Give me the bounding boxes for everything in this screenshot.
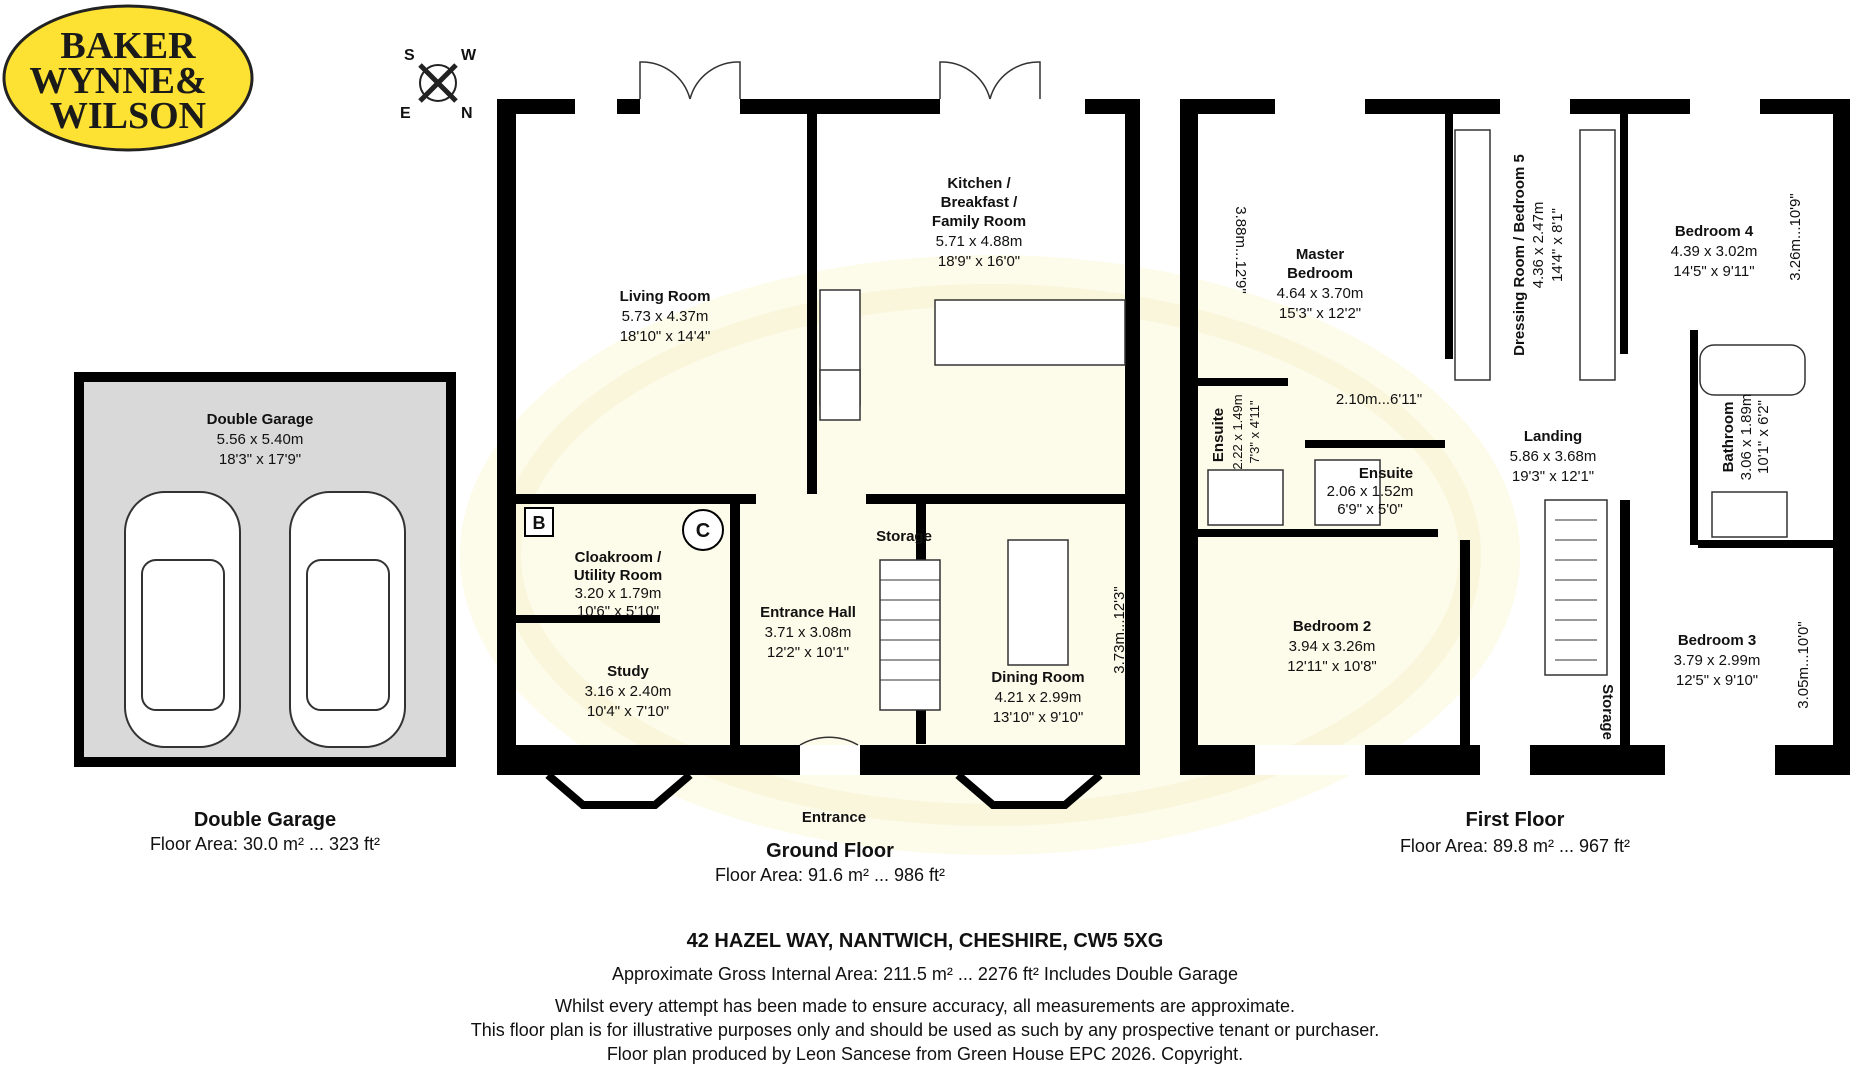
logo-line-1: BAKER [60, 25, 196, 67]
bathroom-imperial: 10'1" x 6'2" [1755, 400, 1772, 474]
bedroom-3-metric: 3.79 x 2.99m [1674, 652, 1761, 669]
address-text: 42 HAZEL WAY, NANTWICH, CHESHIRE, CW5 5X… [686, 930, 1164, 952]
ground-floor-plan [497, 61, 1140, 809]
landing-name: Landing [1524, 428, 1582, 445]
kitchen-name-3: Family Room [932, 213, 1026, 230]
master-bedroom-imperial: 15'3" x 12'2" [1279, 305, 1361, 322]
staircase [1544, 499, 1608, 676]
kitchen-name-1: Kitchen / [947, 175, 1011, 192]
dining-room-imperial: 13'10" x 9'10" [993, 709, 1084, 726]
first-floor-area: Floor Area: 89.8 m² ... 967 ft² [1400, 836, 1630, 856]
master-bedroom-side-dim: 3.88m...12'9" [1232, 206, 1249, 293]
study-metric: 3.16 x 2.40m [585, 683, 672, 700]
compass-e: E [400, 105, 411, 122]
dressing-room-imperial: 14'4" x 8'1" [1549, 208, 1566, 282]
master-bedroom-name-2: Bedroom [1287, 265, 1353, 282]
cupboard-label: C [696, 520, 710, 542]
cloakroom-metric: 3.20 x 1.79m [575, 585, 662, 602]
ensuite-width-dim: 2.10m...6'11" [1336, 391, 1422, 408]
living-room-metric: 5.73 x 4.37m [622, 308, 709, 325]
kitchen-name-2: Breakfast / [941, 194, 1019, 211]
disclaimer-2-text: This floor plan is for illustrative purp… [470, 1020, 1380, 1040]
first-floor-storage-name: Storage [1599, 684, 1616, 740]
storage-name: Storage [876, 528, 932, 545]
compass-icon: S W E N [400, 47, 477, 122]
cloakroom-name-1: Cloakroom / [575, 549, 663, 566]
master-bedroom-metric: 4.64 x 3.70m [1277, 285, 1364, 302]
ensuite-1-name: Ensuite [1210, 408, 1227, 462]
cloakroom-imperial: 10'6" x 5'10" [577, 603, 659, 620]
company-logo: BAKER WYNNE& WILSON [2, 4, 254, 152]
cloakroom-name-2: Utility Room [574, 567, 662, 584]
dressing-room-name: Dressing Room / Bedroom 5 [1511, 154, 1528, 356]
garage-name: Double Garage [207, 411, 314, 428]
property-address: 42 HAZEL WAY, NANTWICH, CHESHIRE, CW5 5X… [0, 930, 1850, 953]
compass-s: S [404, 47, 415, 64]
bedroom-2-imperial: 12'11" x 10'8" [1287, 658, 1377, 675]
bedroom-3-side-dim: 3.05m...10'0" [1795, 621, 1812, 708]
labels: Double Garage 5.56 x 5.40m 18'3" x 17'9"… [150, 154, 1812, 885]
boiler-label: B [533, 513, 546, 533]
garage-caption-area: Floor Area: 30.0 m² ... 323 ft² [150, 834, 380, 854]
first-floor-plan [1180, 99, 1850, 775]
ground-floor-area: Floor Area: 91.6 m² ... 986 ft² [715, 865, 945, 885]
dressing-room-metric: 4.36 x 2.47m [1530, 202, 1547, 289]
ensuite-1-imperial: 7'3" x 4'11" [1247, 400, 1262, 463]
compass-n: N [461, 105, 473, 122]
garage-caption-title: Double Garage [194, 809, 336, 831]
kitchen-metric: 5.71 x 4.88m [936, 233, 1023, 250]
credit-text: Floor plan produced by Leon Sancese from… [606, 1044, 1244, 1064]
bedroom-3-name: Bedroom 3 [1678, 632, 1756, 649]
logo-line-2: WYNNE& [29, 60, 206, 102]
garage-imperial: 18'3" x 17'9" [219, 451, 301, 468]
bathroom-name: Bathroom [1720, 402, 1737, 473]
landing-imperial: 19'3" x 12'1" [1512, 468, 1594, 485]
entrance-hall-name: Entrance Hall [760, 604, 856, 621]
disclaimer-2: This floor plan is for illustrative purp… [0, 1020, 1850, 1041]
kitchen-imperial: 18'9" x 16'0" [938, 253, 1020, 270]
first-floor-title: First Floor [1466, 809, 1565, 831]
gross-area: Approximate Gross Internal Area: 211.5 m… [0, 964, 1850, 985]
ensuite-2-imperial: 6'9" x 5'0" [1337, 501, 1403, 518]
bedroom-2-metric: 3.94 x 3.26m [1289, 638, 1376, 655]
living-room-imperial: 18'10" x 14'4" [620, 328, 711, 345]
dining-room-side-dim: 3.73m...12'3" [1111, 586, 1128, 673]
bedroom-4-name: Bedroom 4 [1675, 223, 1754, 240]
bedroom-2-name: Bedroom 2 [1293, 618, 1371, 635]
master-bedroom-name-1: Master [1296, 246, 1345, 263]
gross-area-text: Approximate Gross Internal Area: 211.5 m… [612, 964, 1238, 984]
bedroom-3-imperial: 12'5" x 9'10" [1676, 672, 1758, 689]
disclaimer-1: Whilst every attempt has been made to en… [0, 996, 1850, 1017]
bedroom-4-side-dim: 3.26m...10'9" [1787, 193, 1804, 280]
ensuite-2-metric: 2.06 x 1.52m [1327, 483, 1414, 500]
car-icon [124, 491, 241, 748]
living-room-name: Living Room [620, 288, 711, 305]
entrance-hall-metric: 3.71 x 3.08m [765, 624, 852, 641]
dining-room-metric: 4.21 x 2.99m [995, 689, 1082, 706]
bedroom-4-imperial: 14'5" x 9'11" [1673, 263, 1754, 280]
bedroom-4-metric: 4.39 x 3.02m [1671, 243, 1758, 260]
car-icon [289, 491, 406, 748]
credit: Floor plan produced by Leon Sancese from… [0, 1044, 1850, 1065]
bathroom-metric: 3.06 x 1.89m [1738, 394, 1755, 481]
ensuite-2-name: Ensuite [1359, 465, 1413, 482]
study-imperial: 10'4" x 7'10" [587, 703, 669, 720]
entrance-hall-imperial: 12'2" x 10'1" [767, 644, 849, 661]
disclaimer-1-text: Whilst every attempt has been made to en… [554, 996, 1295, 1016]
logo-line-3: WILSON [50, 95, 206, 137]
study-name: Study [607, 663, 649, 680]
dining-room-name: Dining Room [991, 669, 1084, 686]
ensuite-1-metric: 2.22 x 1.49m [1230, 394, 1245, 469]
entrance-name: Entrance [802, 809, 866, 826]
landing-metric: 5.86 x 3.68m [1510, 448, 1597, 465]
staircase [879, 559, 941, 711]
garage-metric: 5.56 x 5.40m [217, 431, 304, 448]
compass-w: W [461, 47, 477, 64]
ground-floor-title: Ground Floor [766, 840, 894, 862]
garage-plan [74, 372, 456, 767]
